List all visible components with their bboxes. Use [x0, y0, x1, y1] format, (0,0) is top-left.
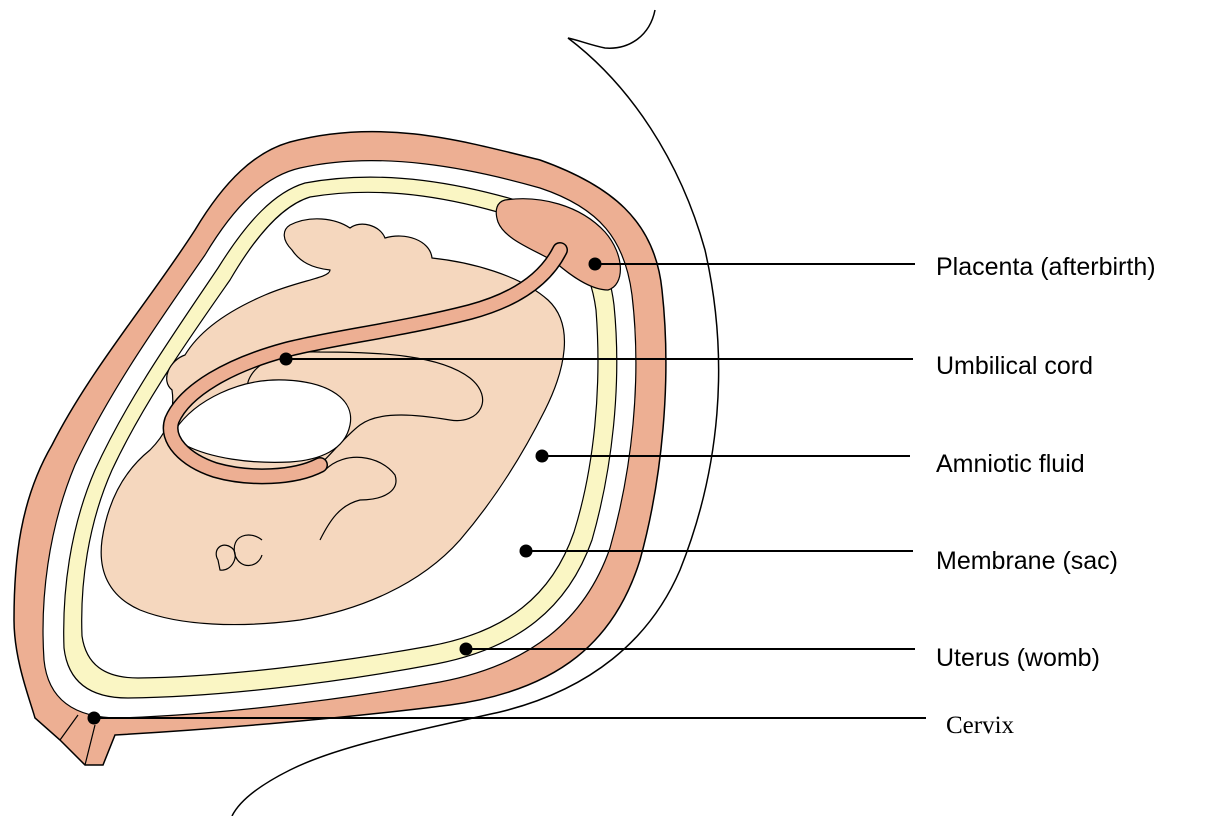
- label-membrane: Membrane (sac): [936, 546, 1118, 576]
- marker-dot: [460, 643, 473, 656]
- label-uterus: Uterus (womb): [936, 643, 1100, 673]
- label-cervix: Cervix: [946, 711, 1014, 741]
- marker-dot: [280, 353, 293, 366]
- marker-dot: [88, 712, 101, 725]
- label-placenta: Placenta (afterbirth): [936, 252, 1156, 282]
- marker-dot: [536, 450, 549, 463]
- marker-dot: [520, 545, 533, 558]
- label-umbilical-cord: Umbilical cord: [936, 351, 1093, 381]
- label-amniotic-fluid: Amniotic fluid: [936, 449, 1085, 479]
- marker-dot: [589, 258, 602, 271]
